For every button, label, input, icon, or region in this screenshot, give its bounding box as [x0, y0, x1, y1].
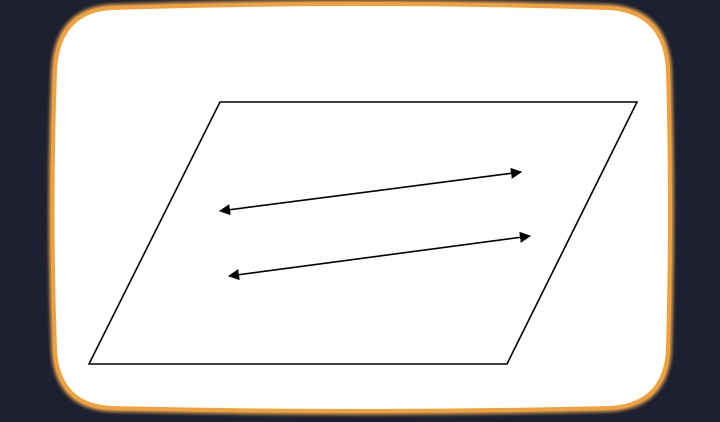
card	[50, 2, 672, 413]
plane-parallelogram	[87, 101, 639, 365]
upper-line	[218, 167, 523, 216]
lower-line	[227, 231, 532, 281]
